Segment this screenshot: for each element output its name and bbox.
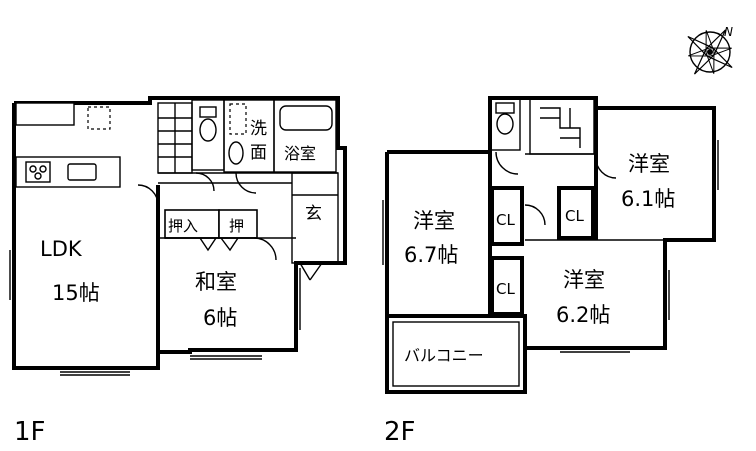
west-room-size: 6.7帖 — [404, 243, 458, 267]
floor-1-bathroom — [273, 99, 337, 173]
oshiire-label: 押入 — [168, 217, 198, 235]
closet-1-label: CL — [496, 211, 515, 229]
bathtub-icon — [279, 105, 333, 131]
compass-north-letter: N — [724, 25, 733, 39]
northeast-room-name: 洋室 — [628, 152, 670, 176]
oshi-label: 押 — [229, 217, 244, 235]
door-swing — [253, 237, 277, 261]
floor-2-closet-1 — [490, 186, 524, 246]
floor-1-closet-small — [218, 209, 258, 239]
balcony-label: バルコニー — [404, 346, 484, 365]
floor-1-label: 1F — [14, 417, 46, 447]
southeast-room-name: 洋室 — [563, 268, 605, 292]
floor-2-stairs — [529, 97, 595, 155]
washitsu-name: 和室 — [195, 270, 237, 294]
west-room-name: 洋室 — [413, 209, 455, 233]
ldk-size: 15帖 — [52, 281, 100, 305]
floor-2-closet-2 — [557, 186, 595, 240]
washroom-label-a: 洗 — [250, 119, 267, 139]
floor-2-plan: 洋室 6.7帖 洋室 6.1帖 洋室 6.2帖 CL CL CL バルコニー — [382, 96, 719, 394]
toilet-tank-icon — [199, 106, 217, 118]
compass-rose-icon — [687, 29, 733, 75]
washroom-label-b: 面 — [250, 143, 267, 163]
washitsu-size: 6帖 — [203, 306, 237, 330]
closet-3-label: CL — [496, 280, 515, 298]
kitchen-shelf — [15, 102, 75, 126]
entrance-label: 玄 — [305, 204, 322, 224]
northeast-room-size: 6.1帖 — [621, 187, 675, 211]
floor-2-label: 2F — [384, 417, 416, 447]
ldk-name: LDK — [40, 237, 83, 261]
floor-2-balcony — [385, 314, 527, 394]
stove-icon — [25, 161, 51, 183]
closet-2-label: CL — [565, 207, 584, 225]
toilet-bowl-icon — [199, 118, 217, 142]
floor-2-toilet-room — [489, 97, 521, 151]
washbasin-icon — [228, 141, 244, 165]
floor-1-entrance — [291, 172, 339, 264]
sink-icon — [67, 163, 97, 181]
toilet-tank-icon — [495, 102, 515, 114]
floor-1-plan: LDK 15帖 洗 面 浴室 玄 押入 押 和室 6帖 — [9, 96, 347, 376]
toilet-bowl-icon — [496, 113, 514, 135]
southeast-room-size: 6.2帖 — [556, 303, 610, 327]
bathroom-label: 浴室 — [284, 144, 316, 163]
